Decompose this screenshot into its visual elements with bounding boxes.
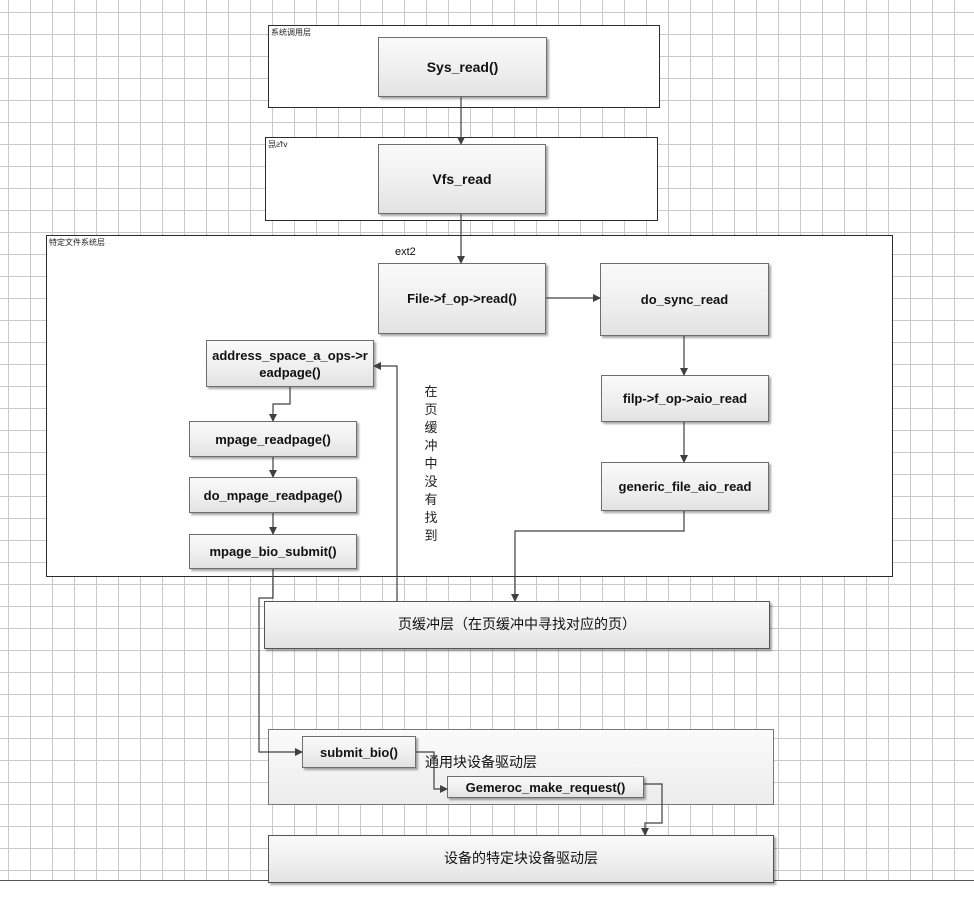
file-f-op-read-label: File->f_op->read() (407, 291, 517, 306)
filp-aio-read-box[interactable]: filp->f_op->aio_read (601, 375, 769, 422)
do-mpage-readpage-label: do_mpage_readpage() (203, 487, 343, 503)
generic-file-aio-read-label: generic_file_aio_read (618, 479, 752, 494)
filp-aio-read-label: filp->f_op->aio_read (622, 391, 748, 406)
vfs-read-label: Vfs_read (432, 170, 492, 187)
page-cache-layer-label: 页缓冲层（在页缓冲中寻找对应的页） (398, 616, 636, 633)
canvas-bottom-margin (0, 881, 974, 897)
do-sync-read-box[interactable]: do_sync_read (600, 263, 769, 336)
sys-read-label: Sys_read() (426, 58, 499, 75)
arrow-bio-submit-to-submit-bio (258, 569, 303, 756)
submit-bio-label: submit_bio() (320, 744, 398, 760)
file-f-op-read-box[interactable]: File->f_op->read() (378, 263, 546, 334)
page-cache-layer-box[interactable]: 页缓冲层（在页缓冲中寻找对应的页） (264, 601, 770, 649)
mpage-bio-submit-label: mpage_bio_submit() (209, 544, 337, 559)
specific-fs-layer-label: 特定文件系统层 (49, 238, 105, 247)
syscall-layer-label: 系统调用层 (271, 28, 311, 37)
ext2-label: ext2 (395, 246, 416, 258)
mpage-readpage-box[interactable]: mpage_readpage() (189, 421, 357, 457)
generic-make-request-box[interactable]: Gemeroc_make_request() (447, 776, 644, 798)
not-found-in-cache-label: 在页缓冲中没有找到 (424, 385, 438, 544)
generic-make-request-label: Gemeroc_make_request() (465, 779, 626, 795)
address-space-readpage-box[interactable]: address_space_a_ops->readpage() (206, 340, 374, 387)
address-space-readpage-label: address_space_a_ops->readpage() (212, 347, 368, 380)
sys-read-box[interactable]: Sys_read() (378, 37, 547, 97)
mpage-bio-submit-box[interactable]: mpage_bio_submit() (189, 534, 357, 569)
do-mpage-readpage-box[interactable]: do_mpage_readpage() (189, 477, 357, 513)
vfs-read-box[interactable]: Vfs_read (378, 144, 546, 214)
device-driver-layer-box[interactable]: 设备的特定块设备驱动层 (268, 835, 774, 883)
submit-bio-box[interactable]: submit_bio() (302, 736, 416, 768)
generic-file-aio-read-box[interactable]: generic_file_aio_read (601, 462, 769, 511)
mpage-readpage-label: mpage_readpage() (215, 431, 331, 447)
do-sync-read-label: do_sync_read (640, 292, 729, 307)
generic-block-layer-label: 通用块设备驱动层 (425, 755, 537, 771)
device-driver-layer-label: 设备的特定块设备驱动层 (444, 850, 598, 867)
vfs-layer-label: vfs层 (268, 140, 288, 149)
